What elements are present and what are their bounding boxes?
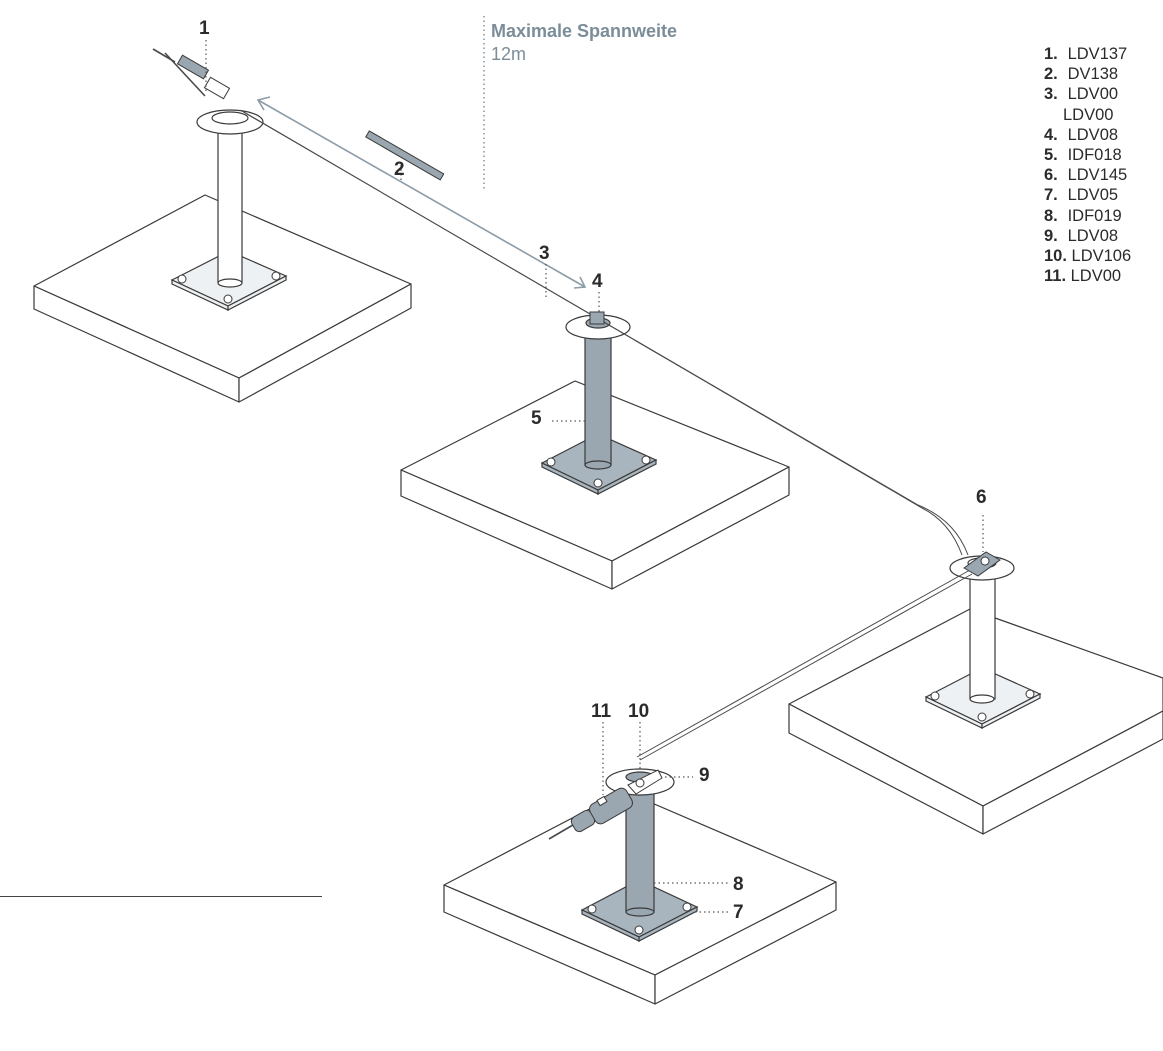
callout-11: 11: [591, 701, 612, 722]
end-termination-1: [152, 48, 231, 100]
callout-9: 9: [699, 765, 710, 786]
parts-legend: 1. LDV137 2. DV138 3. LDV00 LDV00 4. LDV…: [1044, 44, 1163, 286]
legend-item: 9. LDV08: [1044, 226, 1119, 245]
callout-2: 2: [394, 159, 405, 180]
callout-8: 8: [733, 874, 744, 895]
intermediate-bracket-4: [589, 311, 605, 325]
callout-10: 10: [628, 701, 650, 722]
callout-5: 5: [531, 408, 542, 429]
span-value: 12m: [491, 44, 527, 64]
callout-1: 1: [199, 18, 210, 39]
legend-item: 5. IDF018: [1044, 145, 1122, 164]
legend-item: LDV00: [1063, 105, 1114, 124]
legend-item: 8. IDF019: [1044, 206, 1122, 225]
legend-item: 4. LDV08: [1044, 125, 1119, 144]
legend-item: 11. LDV00: [1044, 267, 1122, 286]
legend-item: 1. LDV137: [1044, 45, 1128, 63]
corner-bracket-6: [963, 551, 1001, 577]
cable-line: [164, 52, 973, 761]
tensioner-2: [365, 130, 445, 181]
span-title: Maximale Spannweite: [491, 21, 678, 41]
end-assembly: [548, 769, 663, 840]
legend-item: 10. LDV106: [1044, 246, 1132, 265]
span-arrow: [256, 96, 587, 289]
callout-6: 6: [976, 487, 987, 508]
post-2: [565, 314, 631, 470]
legend-item: 2. DV138: [1044, 65, 1119, 84]
callout-4: 4: [592, 271, 603, 292]
post-1: [196, 109, 264, 288]
callout-3: 3: [539, 243, 550, 264]
legend-item: 6. LDV145: [1044, 166, 1128, 185]
divider-line: [0, 896, 322, 897]
base-plate-4: [580, 879, 699, 942]
legend-item: 7. LDV05: [1044, 186, 1119, 205]
callout-leaders: [205, 40, 984, 913]
legend-item: 3. LDV00: [1044, 85, 1119, 104]
callout-7: 7: [733, 902, 744, 923]
